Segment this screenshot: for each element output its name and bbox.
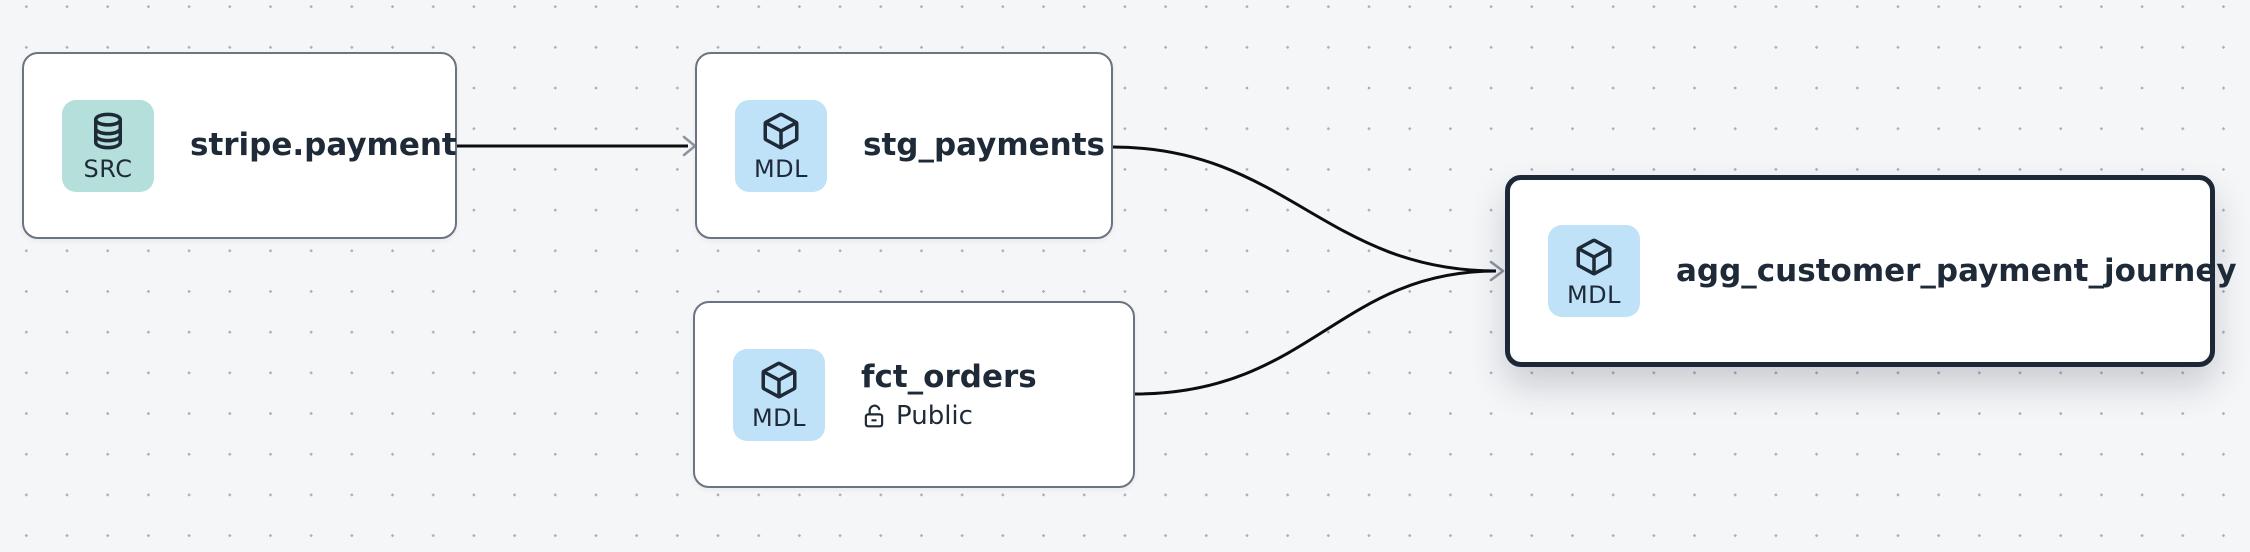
source-badge: SRC	[62, 99, 154, 192]
cube-icon	[763, 112, 799, 150]
model-badge: MDL	[733, 348, 825, 441]
node-title: fct_orders	[861, 359, 1037, 396]
cube-icon	[761, 361, 797, 399]
node-title: agg_customer_payment_journey	[1676, 252, 2237, 289]
database-icon	[94, 112, 122, 150]
badge-label: MDL	[1566, 280, 1622, 309]
cube-icon	[1576, 238, 1612, 275]
access-row: Public	[861, 401, 1037, 431]
node-agg-customer-payment-journey[interactable]: MDL agg_customer_payment_journey	[1505, 175, 2237, 367]
node-stripe-payment[interactable]: SRC stripe.payment	[22, 52, 457, 239]
edge-fct-orders-to-agg	[1134, 269, 1497, 396]
node-title: stripe.payment	[190, 127, 457, 164]
badge-label: MDL	[753, 155, 809, 183]
model-badge: MDL	[1548, 225, 1640, 317]
model-badge: MDL	[735, 99, 827, 192]
arrowhead-agg	[1489, 260, 1505, 282]
access-label: Public	[896, 400, 973, 431]
badge-label: SRC	[83, 155, 133, 183]
node-fct-orders[interactable]: MDL fct_orders Public	[693, 301, 1135, 488]
badge-label: MDL	[751, 404, 807, 432]
node-stg-payments[interactable]: MDL stg_payments	[695, 52, 1113, 239]
lock-open-icon	[864, 404, 884, 428]
node-title: stg_payments	[863, 127, 1105, 164]
edge-stg-payments-to-agg	[1112, 145, 1497, 273]
arrowhead-stg-payments	[682, 135, 697, 157]
